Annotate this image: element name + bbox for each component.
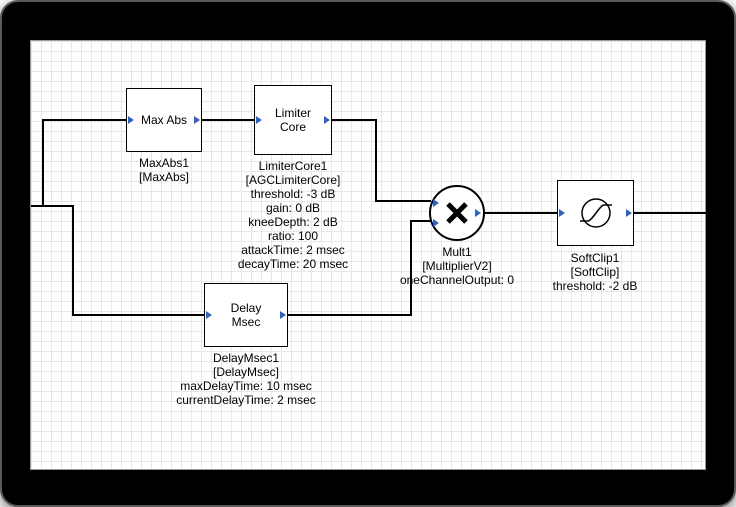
input-pin-icon[interactable] [128,116,134,124]
multiply-x-icon [446,202,468,224]
wire-layer [31,119,706,316]
block-softclip[interactable] [557,180,634,246]
block-title: Delay [230,301,262,315]
softclip-curve-icon [579,198,612,228]
input-pin-icon[interactable] [206,311,212,319]
block-instance-name: MaxAbs1 [138,156,190,170]
block-param: oneChannelOutput: 0 [399,273,515,287]
block-param: ratio: 100 [267,229,319,243]
block-instance-name: Mult1 [442,245,472,259]
block-title: Core [279,120,306,134]
block-param: kneeDepth: 2 dB [248,215,338,229]
block-instance-name: LimiterCore1 [258,159,328,173]
input-pin-icon[interactable] [433,199,439,207]
block-title: Max Abs [140,113,188,127]
block-param: currentDelayTime: 2 msec [176,393,316,407]
block-type-name: [AGCLimiterCore] [245,173,341,187]
block-type-name: [MultiplierV2] [422,259,492,273]
input-pin-icon[interactable] [433,219,439,227]
block-param: attackTime: 2 msec [241,243,345,257]
block-instance-name: DelayMsec1 [212,351,280,365]
block-type-name: [MaxAbs] [138,170,189,184]
limiter-labels: LimiterCore1 [AGCLimiterCore] threshold:… [183,159,403,271]
block-mult[interactable] [429,185,485,241]
block-type-name: [SoftClip] [570,265,620,279]
wire-delay-to-mult[interactable] [288,220,431,316]
block-param: decayTime: 20 msec [237,257,349,271]
input-pin-icon[interactable] [559,209,565,217]
block-param: gain: 0 dB [265,201,321,215]
block-title: Limiter [274,106,311,120]
wire-input-to-delay[interactable] [31,205,204,316]
block-maxabs[interactable]: Max Abs [126,88,202,152]
block-instance-name: SoftClip1 [570,251,620,265]
block-delay-msec[interactable]: Delay Msec [204,283,288,347]
block-title: Msec [231,315,261,329]
block-type-name: [DelayMsec] [212,365,280,379]
maxabs-labels: MaxAbs1 [MaxAbs] [54,156,274,184]
output-pin-icon[interactable] [280,311,286,319]
delay-labels: DelayMsec1 [DelayMsec] maxDelayTime: 10 … [136,351,356,407]
output-pin-icon[interactable] [475,209,481,217]
wire-limiter-to-mult[interactable] [332,119,431,202]
signal-flow-canvas[interactable]: Max Abs MaxAbs1 [MaxAbs] Limiter Core Li… [30,40,706,470]
wire-input-to-maxabs[interactable] [42,119,126,206]
output-pin-icon[interactable] [194,116,200,124]
output-pin-icon[interactable] [324,116,330,124]
block-param: threshold: -2 dB [552,279,638,293]
softclip-labels: SoftClip1 [SoftClip] threshold: -2 dB [485,251,705,293]
block-param: threshold: -3 dB [250,187,336,201]
input-pin-icon[interactable] [256,116,262,124]
output-pin-icon[interactable] [626,209,632,217]
block-param: maxDelayTime: 10 msec [180,379,312,393]
block-limiter-core[interactable]: Limiter Core [254,85,332,155]
mult-labels: Mult1 [MultiplierV2] oneChannelOutput: 0 [347,245,567,287]
